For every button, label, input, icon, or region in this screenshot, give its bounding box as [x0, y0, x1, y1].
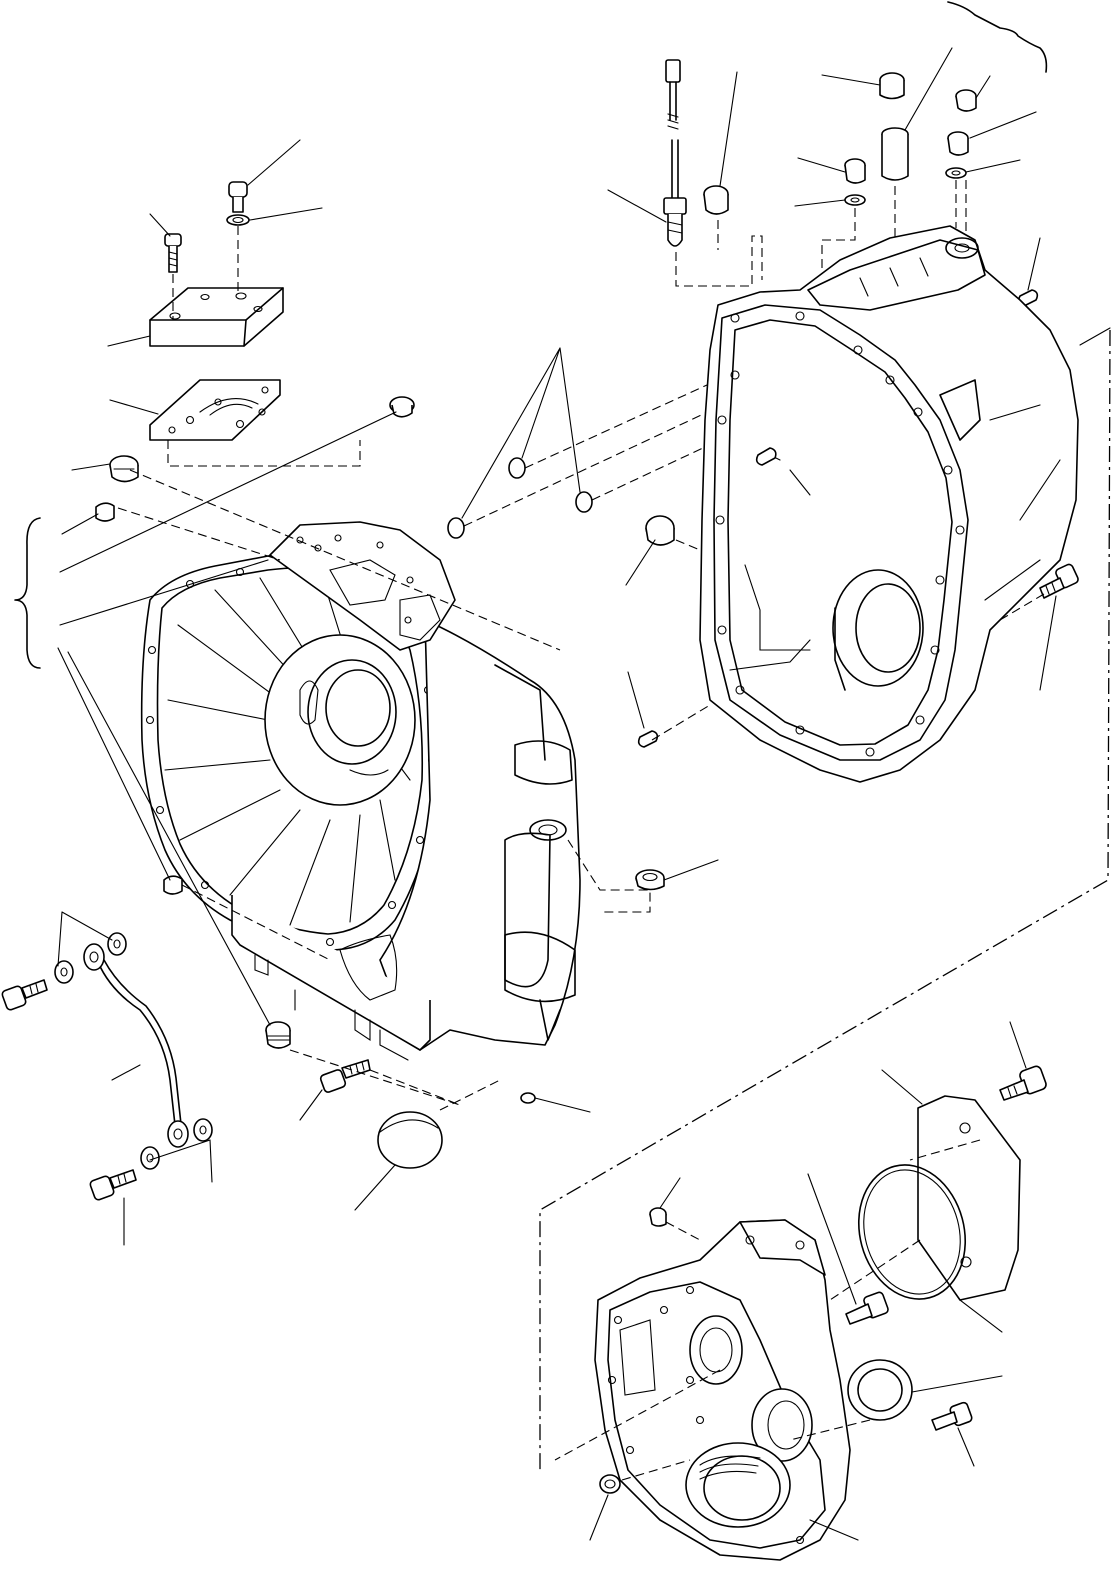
plug-right-upper	[955, 89, 977, 112]
plug-mid	[645, 515, 675, 546]
pto-nut	[599, 1474, 621, 1494]
plug-right-with-washer	[945, 131, 969, 179]
filter-cap	[879, 72, 905, 100]
pto-o-ring	[857, 1164, 967, 1300]
dowel-left	[95, 502, 115, 522]
temperature-sensor	[663, 59, 687, 247]
centerline-converter-2	[117, 507, 281, 561]
plate-bolt-short	[164, 233, 182, 273]
plug-guide	[821, 208, 856, 268]
converter-housing	[140, 521, 581, 1061]
plug-upper-left	[109, 455, 139, 483]
gasket-guide	[167, 440, 361, 467]
brace-top-right	[947, 1, 1048, 73]
centerline-bolt	[999, 593, 1045, 621]
o-ring-leader-lines	[461, 347, 581, 519]
dowel-bottom-left	[163, 875, 183, 895]
centerline-pto-cover	[829, 1139, 981, 1301]
centerline-plug	[675, 539, 701, 551]
drain-plug-bottom	[265, 1021, 291, 1049]
centerline-main	[539, 329, 1111, 1470]
valve-gasket	[149, 379, 281, 441]
pto-plug-top	[649, 1207, 667, 1227]
pto-bolt-top	[999, 1065, 1047, 1101]
plug-with-washer-mid	[844, 158, 866, 206]
sensor-guide	[675, 235, 763, 287]
pto-cover-plate	[917, 1095, 1021, 1301]
centerline-pto-bore	[554, 1369, 871, 1461]
centerline-dowel	[651, 704, 711, 741]
strap-washers	[54, 932, 213, 1170]
filter-sleeve	[881, 127, 909, 181]
centerline-bottom	[289, 1049, 501, 1111]
o-ring-guides	[463, 379, 721, 527]
plate-bolt-with-washer	[226, 181, 250, 226]
pto-housing	[594, 1219, 851, 1561]
centerline-level-plug	[567, 839, 651, 913]
pto-bolt-mid	[845, 1291, 889, 1325]
brace-left	[14, 517, 41, 669]
breather-plug	[703, 185, 729, 215]
pto-seal	[847, 1359, 913, 1421]
o-rings	[447, 457, 593, 539]
ground-strap	[83, 943, 189, 1148]
washer-guide	[955, 180, 967, 232]
transmission-case	[699, 225, 1079, 783]
case-bolt	[1039, 563, 1079, 599]
strap-bolt-lower	[89, 1169, 137, 1201]
sensor-cable-plug	[389, 396, 415, 418]
housing-bolt	[319, 1059, 371, 1093]
cover-cap	[377, 1111, 443, 1169]
valve-cover-plate	[149, 287, 284, 347]
centerline-converter	[129, 469, 561, 651]
pto-bolt-right	[931, 1401, 973, 1431]
leader-lines	[57, 47, 1111, 1541]
dowel-mid	[637, 730, 659, 748]
strap-bolt-upper	[1, 979, 48, 1011]
small-plug	[520, 1092, 536, 1104]
centerline-pto-nut	[621, 1459, 691, 1481]
level-plug	[635, 869, 665, 891]
centerline-pto-top	[665, 1221, 701, 1241]
